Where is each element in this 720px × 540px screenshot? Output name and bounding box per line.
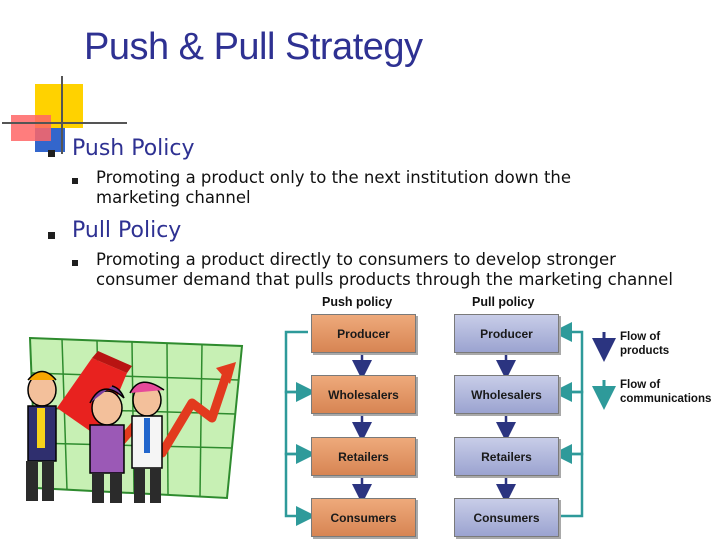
pull-wholesalers-box: Wholesalers — [454, 375, 559, 414]
legend-flow-of-products: Flow of products — [620, 331, 670, 357]
pull-policy-heading: Pull Policy — [72, 218, 182, 243]
pull-policy-column-header: Pull policy — [472, 295, 535, 309]
decor-hline — [2, 122, 127, 124]
clipart-red-trend-arrow — [98, 371, 232, 466]
pull-retailers-box: Retailers — [454, 437, 559, 476]
push-policy-heading: Push Policy — [72, 136, 195, 161]
sub-bullet-marker — [72, 260, 78, 266]
push-producer-box: Producer — [311, 314, 416, 353]
push-policy-description: Promoting a product only to the next ins… — [96, 168, 572, 207]
push-wholesalers-box: Wholesalers — [311, 375, 416, 414]
bullet-marker — [48, 232, 55, 239]
push-policy-column-header: Push policy — [322, 295, 393, 309]
bullet-marker — [48, 150, 55, 157]
pull-producer-box: Producer — [454, 314, 559, 353]
pull-consumers-box: Consumers — [454, 498, 559, 537]
clipart-figure-left — [26, 370, 57, 501]
slide-title: Push & Pull Strategy — [84, 26, 423, 68]
diagram-connectors — [284, 322, 616, 526]
decor-corner-squares — [0, 0, 130, 160]
clipart-figure-middle — [89, 385, 125, 503]
clipart-figure-right — [129, 381, 165, 503]
legend-flow-of-communications: Flow of communications — [620, 379, 712, 405]
business-growth-clipart — [26, 336, 244, 503]
channel-diagram: Push policy Pull policy Producer Wholesa… — [262, 290, 720, 540]
pull-policy-description: Promoting a product directly to consumer… — [96, 250, 673, 289]
decor-vline — [61, 76, 63, 154]
push-retailers-box: Retailers — [311, 437, 416, 476]
sub-bullet-marker — [72, 178, 78, 184]
decor-red-square — [11, 115, 51, 141]
push-consumers-box: Consumers — [311, 498, 416, 537]
